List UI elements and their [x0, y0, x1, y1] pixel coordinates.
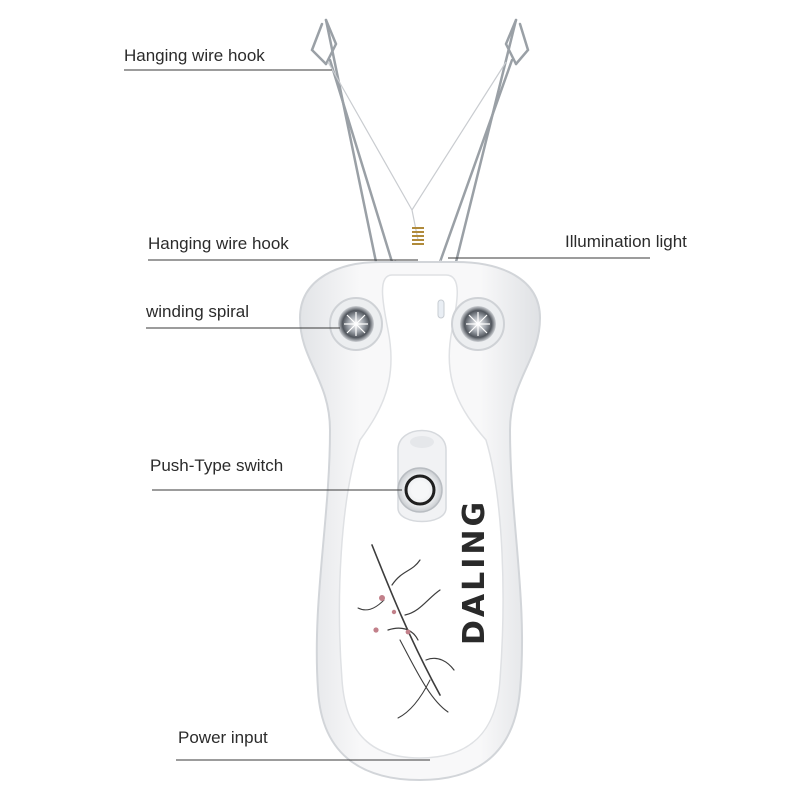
right-arm-inner	[438, 58, 514, 264]
label-spiral: winding spiral	[146, 302, 249, 321]
label-illumination: Illumination light	[565, 232, 687, 251]
push-switch[interactable]	[397, 467, 443, 513]
right-hook	[514, 22, 530, 66]
label-hook-top: Hanging wire hook	[124, 46, 265, 65]
switch-indicator	[410, 436, 434, 448]
blossom-decoration	[357, 544, 455, 719]
brand-logo: DALING	[457, 498, 492, 645]
illumination-light	[437, 299, 445, 319]
label-power: Power input	[178, 728, 268, 747]
left-arm-outer	[324, 18, 378, 264]
left-hook	[310, 22, 328, 66]
left-winding-spiral	[329, 297, 383, 351]
right-winding-spiral	[451, 297, 505, 351]
label-hook-mid: Hanging wire hook	[148, 234, 289, 253]
left-hook-loop	[324, 18, 338, 66]
blossom-petals	[373, 595, 411, 635]
leader-lines	[124, 69, 650, 761]
right-hook-loop	[504, 18, 518, 66]
label-switch: Push-Type switch	[150, 456, 284, 475]
left-arm-inner	[328, 58, 394, 264]
right-arm-outer	[454, 18, 518, 264]
center-spring	[412, 227, 424, 245]
wire-arms	[310, 18, 530, 264]
